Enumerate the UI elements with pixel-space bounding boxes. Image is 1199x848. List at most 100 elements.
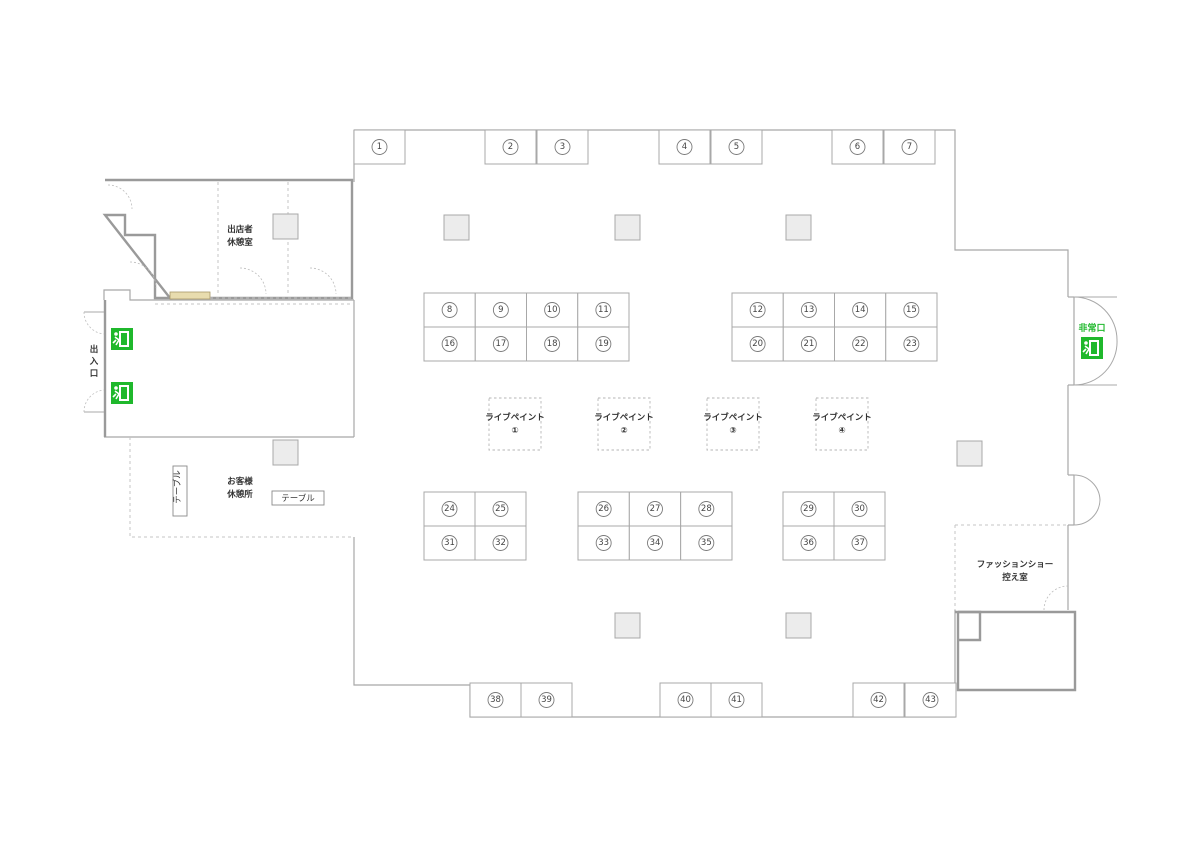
booth-number-circle <box>595 501 612 517</box>
booth-number-circle <box>502 139 519 155</box>
booth-number: 5 <box>734 142 739 152</box>
staff-rest-room-label: 休憩室 <box>226 237 253 248</box>
booth-number-circle <box>492 535 509 551</box>
booth-18[interactable]: 18 <box>526 326 579 362</box>
booth-29[interactable]: 29 <box>782 491 835 527</box>
pillar <box>272 213 299 240</box>
booth-32[interactable]: 32 <box>474 525 527 561</box>
live-paint-number: ③ <box>729 426 736 436</box>
booth-8[interactable]: 8 <box>423 292 476 328</box>
booth-number-circle <box>677 692 694 708</box>
entrance-door-leaf <box>84 311 104 413</box>
entrance-label-char-2: 入 <box>89 357 99 367</box>
booth-number: 29 <box>803 504 814 514</box>
booth-25[interactable]: 25 <box>474 491 527 527</box>
booth-number: 1 <box>377 142 382 152</box>
booth-20[interactable]: 20 <box>731 326 784 362</box>
emergency-exit-sign-icon <box>1081 337 1103 359</box>
booth-12[interactable]: 12 <box>731 292 784 328</box>
booth-33[interactable]: 33 <box>577 525 630 561</box>
booth-26[interactable]: 26 <box>577 491 630 527</box>
booth-38[interactable]: 38 <box>469 682 522 718</box>
table-label: テーブル <box>172 470 183 504</box>
booth-3[interactable]: 3 <box>536 129 589 165</box>
booth-cell[interactable] <box>710 129 763 165</box>
booth-number: 41 <box>731 695 742 705</box>
booth-number-circle <box>749 336 766 352</box>
booth-number-circle <box>852 302 869 318</box>
booth-number-circle <box>800 336 817 352</box>
booth-36[interactable]: 36 <box>782 525 835 561</box>
booth-number: 37 <box>854 538 865 548</box>
booth-31[interactable]: 31 <box>423 525 476 561</box>
booth-7[interactable]: 7 <box>883 129 936 165</box>
booth-number-circle <box>698 535 715 551</box>
live-paint-number: ④ <box>838 426 845 436</box>
booth-1[interactable]: 1 <box>353 129 406 165</box>
booth-30[interactable]: 30 <box>833 491 886 527</box>
booth-16[interactable]: 16 <box>423 326 476 362</box>
booth-number-circle <box>749 302 766 318</box>
booth-4[interactable]: 4 <box>658 129 711 165</box>
booth-37[interactable]: 37 <box>833 525 886 561</box>
live-paint-number: ② <box>620 426 627 436</box>
booth-number-circle <box>852 336 869 352</box>
booth-number: 26 <box>598 504 609 514</box>
booth-cell[interactable] <box>883 129 936 165</box>
booth-number: 36 <box>803 538 814 548</box>
booth-23[interactable]: 23 <box>885 326 938 362</box>
live-paint-label: ライブペイント <box>594 412 654 423</box>
booth-9[interactable]: 9 <box>474 292 527 328</box>
pillar <box>785 214 812 241</box>
guest-rest-area-label: お客様 <box>227 476 253 487</box>
booth-22[interactable]: 22 <box>834 326 887 362</box>
booth-41[interactable]: 41 <box>710 682 763 718</box>
booth-21[interactable]: 21 <box>782 326 835 362</box>
booth-24[interactable]: 24 <box>423 491 476 527</box>
booth-6[interactable]: 6 <box>831 129 884 165</box>
booth-number-circle <box>647 535 663 551</box>
booth-13[interactable]: 13 <box>782 292 835 328</box>
booth-5[interactable]: 5 <box>710 129 763 165</box>
live-paint-spot <box>706 397 760 451</box>
booth-number: 15 <box>906 305 917 315</box>
booth-19[interactable]: 19 <box>577 326 630 362</box>
booth-number-circle <box>851 535 868 551</box>
emergency-exit-label: 非常口 <box>1078 322 1105 334</box>
booth-number: 2 <box>508 142 513 152</box>
booth-number-circle <box>647 501 663 517</box>
booth-11[interactable]: 11 <box>577 292 630 328</box>
booth-10[interactable]: 10 <box>526 292 579 328</box>
booth-number: 27 <box>650 504 661 514</box>
booth-number: 31 <box>444 538 455 548</box>
booth-39[interactable]: 39 <box>520 682 573 718</box>
booth-number-circle <box>922 692 939 708</box>
entrance-label-char-3: 口 <box>90 369 99 379</box>
booth-42[interactable]: 42 <box>852 682 905 718</box>
booth-43[interactable]: 43 <box>904 682 957 718</box>
booth-number-circle <box>728 139 745 155</box>
booth-27[interactable]: 27 <box>628 491 682 527</box>
live-paint-spot <box>815 397 869 451</box>
booth-28[interactable]: 28 <box>680 491 733 527</box>
fashion-room-label: 控え室 <box>1002 572 1028 583</box>
booth-17[interactable]: 17 <box>474 326 527 362</box>
booth-number: 38 <box>490 695 501 705</box>
guest-rest-area-label: 休憩所 <box>226 489 253 500</box>
booth-cell[interactable] <box>885 326 938 362</box>
booth-2[interactable]: 2 <box>484 129 537 165</box>
fashion-room-label: ファッションショー <box>977 560 1054 570</box>
live-paint-label: ライブペイント <box>812 412 872 423</box>
booth-14[interactable]: 14 <box>834 292 887 328</box>
door-panel <box>169 291 211 300</box>
door-swing <box>1043 585 1069 611</box>
booth-35[interactable]: 35 <box>680 525 733 561</box>
booth-number-circle <box>676 139 693 155</box>
booth-number-circle <box>903 336 920 352</box>
emergency-door-leaf <box>1074 296 1117 386</box>
booth-40[interactable]: 40 <box>659 682 712 718</box>
booth-number-circle <box>728 692 745 708</box>
booth-34[interactable]: 34 <box>628 525 682 561</box>
booth-15[interactable]: 15 <box>885 292 938 328</box>
